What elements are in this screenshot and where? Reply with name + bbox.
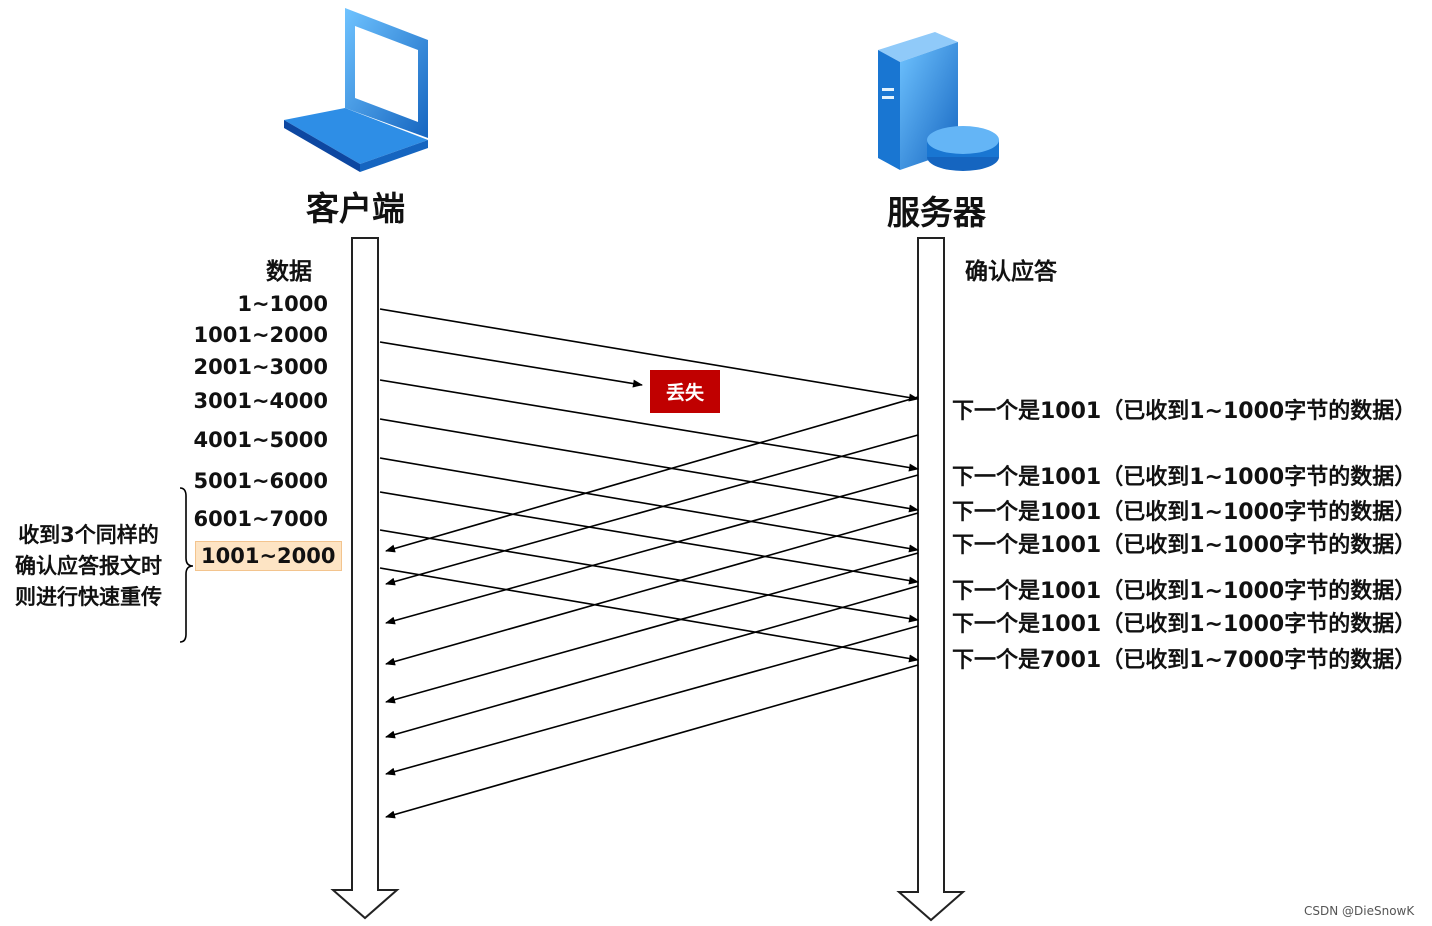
segment-arrow: [379, 418, 919, 513]
ack-label: 下一个是1001（已收到1~1000字节的数据）: [952, 612, 1417, 637]
ack-arrow: [385, 512, 919, 666]
ack-label: 下一个是1001（已收到1~1000字节的数据）: [952, 500, 1417, 525]
note-line: 确认应答报文时: [15, 554, 162, 578]
lost-badge: 丢失: [650, 370, 721, 413]
segment-label: 1~1000: [237, 292, 328, 316]
ack-header: 确认应答: [965, 259, 1057, 285]
segment-arrow: [379, 491, 919, 585]
segment-label: 6001~7000: [193, 507, 329, 531]
server-title: 服务器: [887, 193, 986, 232]
laptop-icon: [284, 8, 428, 172]
ack-arrow: [385, 434, 919, 586]
ack-label: 下一个是1001（已收到1~1000字节的数据）: [952, 399, 1417, 424]
ack-arrows: [385, 396, 919, 819]
segment-label: 5001~6000: [193, 469, 329, 493]
ack-arrow: [385, 625, 919, 776]
segment-label: 1001~2000: [193, 323, 329, 347]
segment-arrow: [379, 308, 919, 402]
ack-arrow: [385, 664, 919, 819]
segment-arrow: [379, 457, 919, 553]
ack-arrow: [385, 585, 919, 739]
note-line: 则进行快速重传: [15, 585, 162, 609]
note-brace: [179, 487, 194, 643]
ack-label: 下一个是1001（已收到1~1000字节的数据）: [952, 579, 1417, 604]
ack-label: 下一个是7001（已收到1~7000字节的数据）: [952, 648, 1417, 673]
segment-arrow-retransmit: [379, 567, 919, 663]
retransmit-segment-label: 1001~2000: [195, 541, 342, 571]
ack-label: 下一个是1001（已收到1~1000字节的数据）: [952, 465, 1417, 490]
segment-label: 3001~4000: [193, 389, 329, 413]
client-title: 客户端: [306, 189, 405, 228]
segment-arrow: [379, 379, 919, 472]
segment-arrow-lost: [379, 341, 643, 388]
server-timeline: [896, 237, 966, 922]
segment-arrows: [379, 308, 919, 663]
note-line: 收到3个同样的: [18, 523, 159, 547]
segment-label: 2001~3000: [193, 355, 329, 379]
ack-arrow: [385, 396, 919, 553]
watermark: CSDN @DieSnowK: [1304, 904, 1415, 918]
ack-arrow: [385, 474, 919, 625]
fast-retransmit-note: 收到3个同样的 确认应答报文时 则进行快速重传: [0, 520, 181, 613]
ack-arrow: [385, 552, 919, 704]
segment-label: 4001~5000: [193, 428, 329, 452]
data-header: 数据: [266, 259, 312, 285]
ack-label: 下一个是1001（已收到1~1000字节的数据）: [952, 533, 1417, 558]
client-timeline: [330, 237, 400, 920]
server-icon: [878, 32, 999, 171]
segment-arrow: [379, 529, 919, 623]
